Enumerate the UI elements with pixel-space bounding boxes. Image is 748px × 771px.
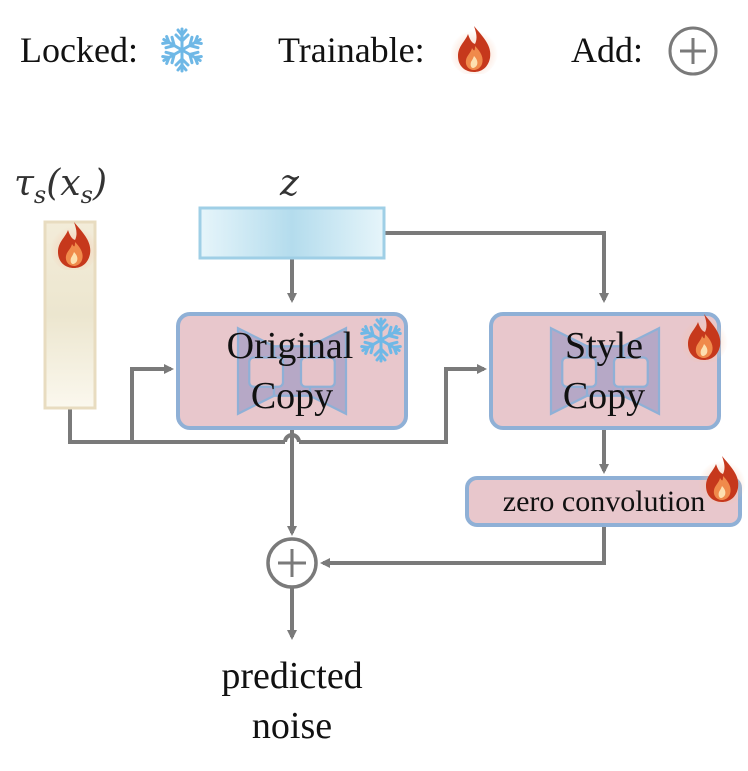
zero-convolution-box: [465, 476, 742, 527]
arrow-zeroconv-to-add: [320, 525, 606, 568]
style-input-symbol: τs(xs): [14, 163, 107, 209]
legend-add-label: Add:: [571, 30, 643, 70]
flame-icon: [450, 26, 498, 74]
output-line2: noise: [252, 705, 332, 747]
add-node: [266, 537, 318, 589]
original-copy-block: Original Copy: [176, 312, 408, 430]
connectors: [68, 231, 609, 640]
style-copy-line1: Style: [565, 325, 643, 367]
arrow-z-to-style: [384, 231, 609, 303]
legend-trainable-label: Trainable:: [278, 30, 425, 70]
style-copy-block: Style Copy: [489, 312, 728, 430]
output-label: predicted noise: [221, 655, 362, 747]
latent-label: z: [279, 163, 300, 204]
circle-plus-icon: [668, 26, 718, 76]
latent-input: z: [198, 163, 386, 260]
style-copy-line2: Copy: [563, 375, 645, 417]
arrow-condition-to-style: [299, 364, 487, 444]
zero-convolution-block: zero convolution: [465, 456, 746, 527]
latent-bar: [198, 206, 386, 260]
flame-icon: [698, 456, 746, 504]
arrow-condition-to-original: [130, 364, 174, 442]
snowflake-icon: [161, 29, 203, 71]
legend-locked-label: Locked:: [20, 30, 138, 70]
style-condition-line: [68, 408, 285, 444]
zero-convolution-label: zero convolution: [503, 485, 705, 518]
output-line1: predicted: [221, 655, 362, 697]
original-copy-line2: Copy: [251, 375, 333, 417]
original-copy-line1: Original: [227, 325, 354, 367]
style-input: τs(xs): [14, 163, 107, 410]
legend: Locked: Trainable: Add:: [20, 26, 718, 76]
